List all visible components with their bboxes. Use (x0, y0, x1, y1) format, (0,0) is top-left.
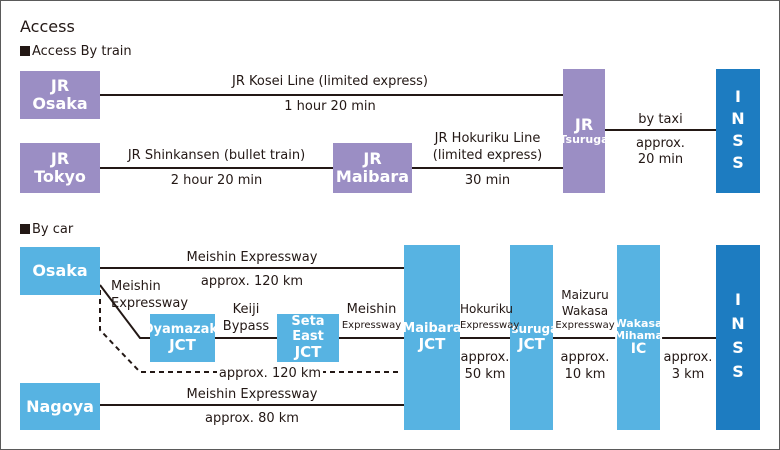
maibara-jct: Maibara JCT (402, 245, 462, 430)
train-heading-label: Access By train (32, 44, 132, 59)
hokuriku-distance-1: approx. (460, 350, 510, 365)
hokuriku-label-1: Hokuriku (460, 302, 514, 316)
node-label: Nagoya (26, 396, 94, 416)
shinkansen-time-label: 2 hour 20 min (170, 173, 263, 188)
car-nagoya: Nagoya (20, 383, 100, 430)
node-label: Wakasa (614, 316, 663, 330)
meishin-top-label: Meishin Expressway (186, 250, 318, 265)
kosei-time-label: 1 hour 20 min (284, 99, 376, 114)
inss-letter: S (732, 131, 744, 150)
station-label: Osaka (32, 94, 88, 113)
station-jr-osaka: JR Osaka (20, 71, 100, 119)
node-label: JCT (169, 335, 196, 354)
node-label: JCT (294, 343, 322, 362)
last-distance-1: approx. (663, 350, 713, 365)
square-bullet-icon (20, 46, 30, 56)
hokuriku-line-label-1: JR Hokuriku Line (434, 131, 541, 146)
hokuriku-line-label-2: (limited express) (432, 148, 543, 163)
station-label: JR (363, 149, 382, 169)
station-label: Tsuruga (559, 132, 609, 146)
car-osaka: Osaka (20, 247, 100, 295)
car-heading: By car (20, 223, 73, 236)
taxi-label: by taxi (638, 112, 683, 127)
meishin-top-distance: approx. 120 km (200, 274, 304, 289)
meishin-small-label-2: Expressway (341, 320, 402, 331)
shinkansen-label: JR Shinkansen (bullet train) (127, 148, 306, 163)
node-label: Seta East (291, 314, 325, 344)
train-heading: Access By train (20, 45, 132, 58)
tsuruga-jct: Tsuruga JCT (505, 245, 558, 430)
keiji-label-2: Bypass (222, 319, 270, 334)
node-label: Osaka (32, 261, 88, 281)
inss-letter: I (735, 87, 741, 106)
maizuru-distance-1: approx. (560, 350, 610, 365)
page-title: Access (20, 17, 75, 36)
node-label: Tsuruga (504, 321, 559, 336)
taxi-time-label-2: 20 min (637, 152, 684, 167)
nagoya-exp-label: Meishin Expressway (186, 387, 318, 402)
station-label: JR (50, 149, 70, 169)
maizuru-label-3: Expressway (555, 320, 615, 331)
station-label: Maibara (335, 167, 410, 186)
inss-letter: N (731, 109, 745, 128)
hokuriku-label-2: Expressway (460, 320, 520, 331)
station-jr-tsuruga: JR Tsuruga (560, 69, 609, 193)
maizuru-label-2: Wakasa (561, 304, 609, 318)
inss-letter: I (735, 289, 741, 309)
station-label: JR (50, 76, 70, 96)
node-label: Mihama (614, 328, 663, 342)
node-label: JCT (518, 334, 545, 353)
nagoya-distance: approx. 80 km (205, 411, 299, 426)
inss-letter: S (732, 337, 744, 357)
car-heading-label: By car (32, 222, 74, 237)
meishin-side-label-1: Meishin (111, 279, 161, 294)
last-distance-2: 3 km (671, 367, 705, 382)
meishin-side-line (99, 284, 150, 339)
inss-letter: S (732, 361, 744, 381)
kosei-line-label: JR Kosei Line (limited express) (231, 74, 428, 89)
node-label: IC (630, 340, 647, 357)
meishin-side-label-2: Expressway (111, 296, 189, 311)
meishin-small-label-1: Meishin (346, 302, 397, 317)
hokuriku-distance-2: 50 km (464, 367, 506, 382)
inss-letter: N (731, 313, 745, 333)
maizuru-distance-2: 10 km (564, 367, 606, 382)
station-jr-maibara: JR Maibara (333, 143, 412, 193)
node-label: Oyamazaki (142, 321, 223, 337)
dashed-route-distance-text: approx. 120 km (216, 366, 324, 381)
maizuru-label-1: Maizuru (561, 288, 609, 302)
hokuriku-time-label: 30 min (464, 173, 511, 188)
node-label: Maibara (402, 321, 462, 337)
node-label: JCT (418, 335, 446, 354)
dashed-route-distance: approx. 120 km (140, 366, 400, 381)
seta-east-jct: Seta East JCT (277, 314, 339, 362)
wakasa-mihama-ic: Wakasa Mihama IC (614, 245, 663, 430)
oyamazaki-jct: Oyamazaki JCT (142, 314, 223, 362)
station-label: JR (574, 115, 594, 135)
station-jr-tokyo: JR Tokyo (20, 143, 100, 193)
keiji-label-1: Keiji (232, 302, 260, 317)
square-bullet-icon (20, 224, 30, 234)
inss-letter: S (732, 153, 744, 172)
station-label: Tokyo (34, 167, 86, 186)
taxi-time-label-1: approx. (636, 136, 685, 151)
